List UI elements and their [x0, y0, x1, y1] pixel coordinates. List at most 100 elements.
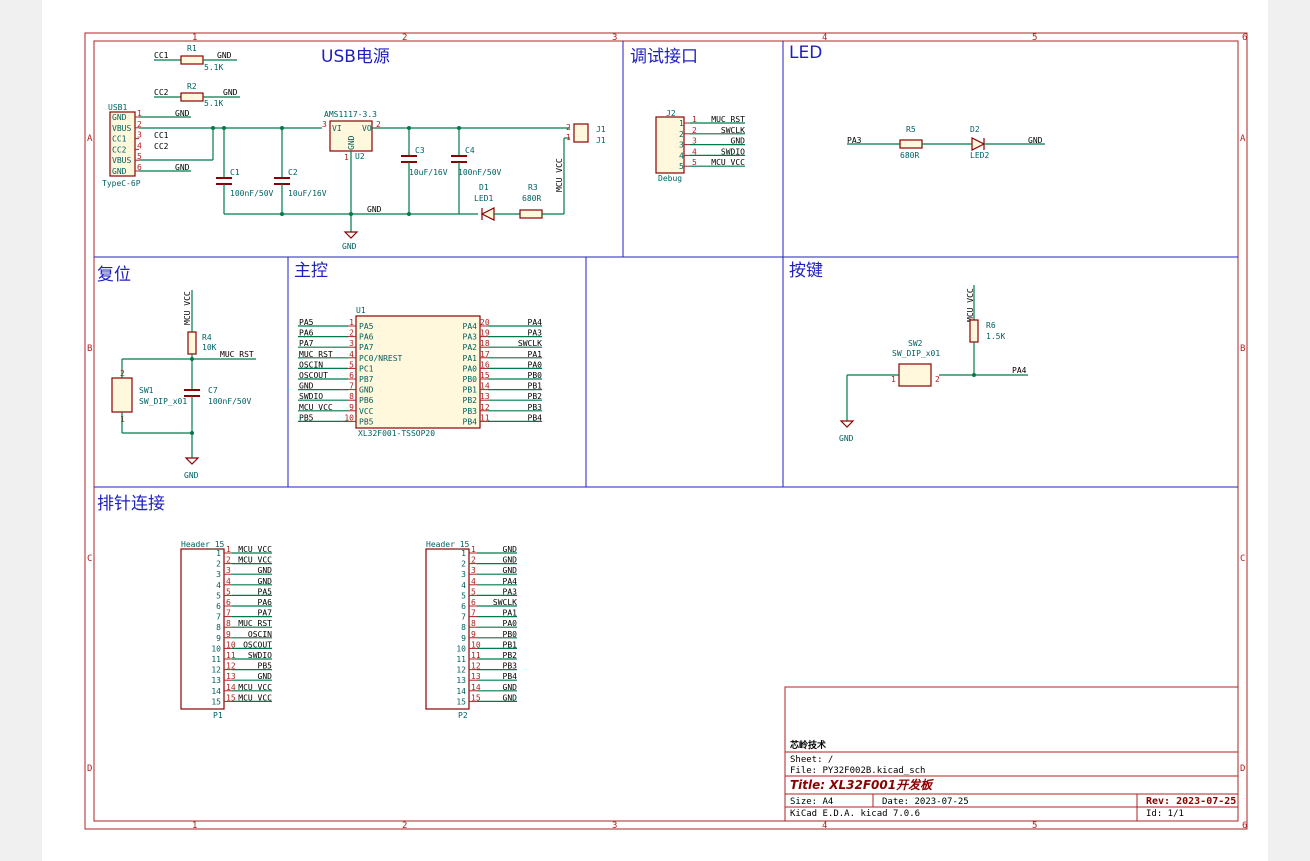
header-net-label: PB1	[503, 640, 518, 649]
usb-pin-name: GND	[112, 113, 127, 122]
mcu-right-pin-name: PB1	[463, 386, 478, 395]
header-pin-number2: 11	[226, 651, 236, 660]
inner-frame	[93, 40, 1239, 822]
header-pin-number: 12	[456, 666, 466, 675]
header-pin-number2: 9	[471, 630, 476, 639]
debug-connector-j2	[655, 116, 685, 174]
r5-value: 680R	[900, 151, 919, 160]
header-pin-number: 2	[216, 560, 221, 569]
j1-pin1: 1	[566, 133, 571, 142]
section-mcu-title: 主控	[294, 261, 328, 281]
gnd-symbol	[343, 231, 359, 239]
border-col-bottom: 2	[402, 821, 407, 831]
header-pin-number: 14	[211, 687, 221, 696]
header-net-label: PA3	[503, 587, 518, 596]
mcu-left-num: 8	[349, 392, 354, 401]
border-col-bottom: 3	[612, 821, 617, 831]
key-circuit: MCU VCC R6 1.5K PA4 SW2 SW_DIP_x01 1 2 G…	[839, 285, 1028, 443]
header-net-label: MCU VCC	[238, 693, 272, 702]
border-col-top: 4	[822, 33, 827, 43]
usb-connector	[109, 111, 136, 177]
tb-date: Date: 2023-07-25	[882, 797, 969, 807]
border-row-left: B	[87, 344, 92, 354]
header-pin-number2: 10	[471, 640, 481, 649]
gnd-label: GND	[342, 242, 357, 251]
mcu-left-num: 5	[349, 360, 354, 369]
r4-value: 10K	[202, 343, 217, 352]
c3-value: 10uF/16V	[409, 168, 448, 177]
debug-net-label: SWDIO	[721, 147, 745, 156]
net-cc1-label: CC1	[154, 51, 169, 60]
u2-vo: VO	[362, 124, 372, 133]
net-mcu-vcc-label: MCU VCC	[555, 158, 564, 192]
header-net-label: PA0	[503, 619, 518, 628]
sw1-value: SW_DIP_x01	[139, 397, 187, 406]
gnd-symbol	[839, 420, 855, 428]
header-pin-number: 9	[216, 634, 221, 643]
title-block: 芯岭技术 Sheet: / File: PY32F002B.kicad_sch …	[784, 686, 1239, 822]
d2-value: LED2	[970, 151, 989, 160]
debug-net-label: GND	[731, 137, 746, 146]
mcu-right-pin-name: PA4	[463, 322, 478, 331]
header-net-label: OSCIN	[248, 630, 272, 639]
header-net-label: GND	[503, 566, 518, 575]
border-col-top: 1	[192, 33, 197, 43]
header-pin-number: 1	[461, 549, 466, 558]
section-debug-title: 调试接口	[630, 47, 698, 67]
header-pin-number: 3	[461, 570, 466, 579]
header-net-label: MCU VCC	[238, 545, 272, 554]
header-p2-body	[425, 548, 470, 710]
border-col-bottom: 6	[1242, 821, 1247, 831]
r1-value: 5.1K	[204, 63, 223, 72]
debug-pin-number: 1	[679, 119, 684, 128]
sw1-pin2: 2	[120, 369, 125, 378]
header-net-label: PA7	[258, 609, 273, 618]
d1-ref: D1	[479, 183, 489, 192]
header-pin-number: 11	[211, 655, 221, 664]
header-pin-number: 5	[216, 591, 221, 600]
debug-pin-number: 4	[679, 151, 684, 160]
c7-value: 100nF/50V	[208, 397, 252, 406]
sw2-value: SW_DIP_x01	[892, 349, 940, 358]
mcu-left-pin-name: PB7	[359, 375, 374, 384]
debug-pin-number: 3	[679, 141, 684, 150]
header-pin-number: 12	[211, 666, 221, 675]
header-net-label: SWCLK	[493, 598, 517, 607]
mcu-left-net: MUC RST	[299, 350, 333, 359]
mcu-left-net: PB5	[299, 413, 314, 422]
header-net-label: GND	[258, 566, 273, 575]
debug-pin-number: 5	[679, 162, 684, 171]
header-p1-body	[180, 548, 225, 710]
mcu-left-num: 3	[349, 339, 354, 348]
regulator-u2	[329, 120, 373, 152]
header-pin-number2: 8	[226, 619, 231, 628]
usb-pin-number: 4	[137, 141, 142, 150]
mcu-right-net: PA1	[528, 350, 543, 359]
usb-pin-number: 3	[137, 131, 142, 140]
mcu-left-net: GND	[299, 382, 314, 391]
mcu-u1	[355, 315, 481, 429]
header-net-label: GND	[503, 556, 518, 565]
mcu-left-pin-name: VCC	[359, 407, 374, 416]
net-muc-rst-label: MUC RST	[220, 350, 254, 359]
usb-pin-name: CC2	[112, 145, 127, 154]
r6-value: 1.5K	[986, 332, 1005, 341]
debug-net-label: MUC RST	[711, 115, 745, 124]
debug-pin-number2: 3	[692, 137, 697, 146]
mcu-left-pin-name: PB5	[359, 417, 374, 426]
header-pin-number: 15	[456, 697, 466, 706]
mcu-right-num: 15	[480, 371, 490, 380]
net-pa3-label: PA3	[847, 136, 862, 145]
mcu-right-num: 16	[480, 360, 490, 369]
mcu-right-net: PA3	[528, 329, 543, 338]
header-pin-number: 6	[461, 602, 466, 611]
usb-pin-number: 1	[137, 109, 142, 118]
u1-ref: U1	[356, 306, 366, 315]
resistor-r5	[899, 139, 923, 149]
led-d1	[480, 207, 495, 221]
net-gnd-label: GND	[223, 88, 238, 97]
header-pin-number2: 4	[471, 577, 476, 586]
c1-value: 100nF/50V	[230, 189, 274, 198]
